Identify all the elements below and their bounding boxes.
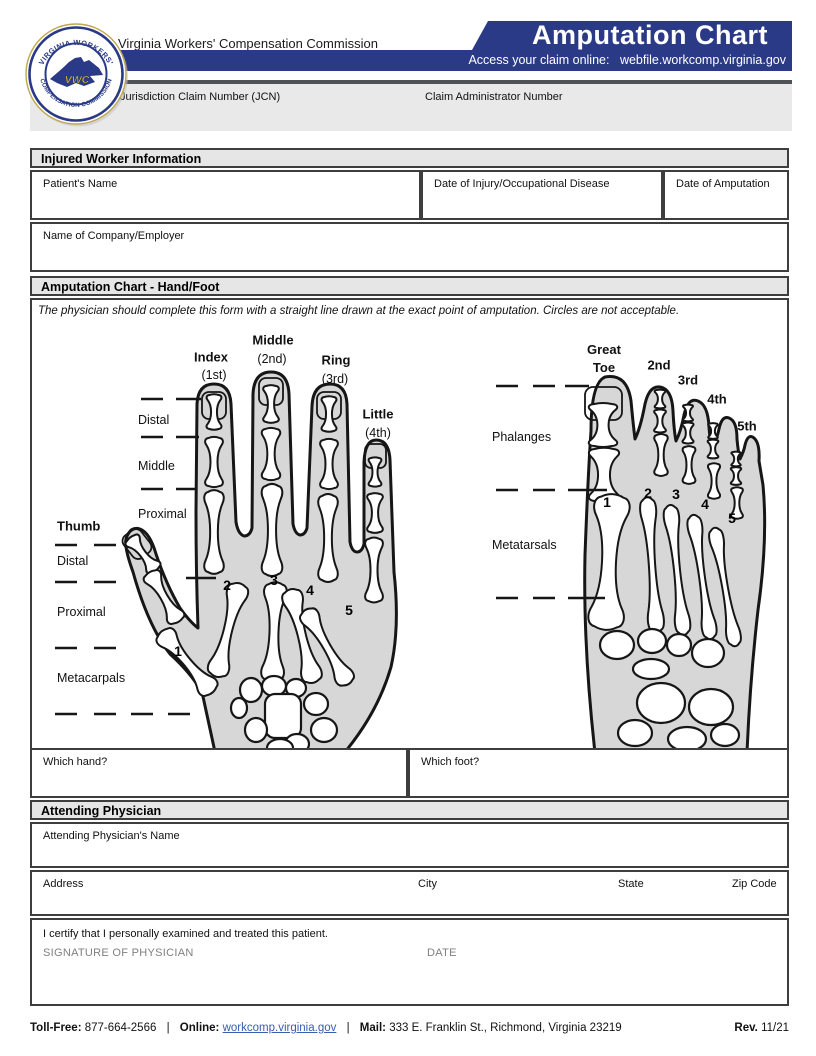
- hand-diagram[interactable]: [30, 332, 440, 748]
- foot-label-metatarsals: Metatarsals: [492, 538, 557, 552]
- hand-label-proximal: Proximal: [138, 507, 187, 521]
- hand-bone-3: 3: [270, 572, 278, 588]
- hand-label-little-ordinal: (4th): [365, 426, 391, 440]
- foot-label-great-toe: Great Toe: [587, 342, 621, 375]
- separator: |: [166, 1022, 170, 1034]
- signature-label: SIGNATURE OF PHYSICIAN: [43, 947, 194, 959]
- access-claim-line: Access your claim online: webfile.workco…: [112, 50, 792, 71]
- address-label: Address: [43, 878, 84, 890]
- rev-value: 11/21: [761, 1022, 789, 1034]
- hand-label-thumb: Thumb: [57, 518, 101, 534]
- hand-label-index: Index: [194, 349, 228, 365]
- toll-free-label: Toll-Free:: [30, 1022, 82, 1034]
- foot-bone-5: 5: [728, 510, 736, 526]
- jcn-label: Jurisdiction Claim Number (JCN): [120, 91, 281, 103]
- zip-label: Zip Code: [732, 878, 777, 890]
- hand-label-middle: Middle: [252, 332, 294, 348]
- foot-diagram[interactable]: [455, 335, 795, 748]
- date-label: DATE: [427, 947, 457, 959]
- foot-label-4th: 4th: [707, 391, 727, 407]
- section-amputation-chart: Amputation Chart - Hand/Foot: [30, 276, 789, 296]
- patient-name-field[interactable]: Patient's Name: [30, 170, 421, 220]
- certify-text: I certify that I personally examined and…: [43, 928, 328, 940]
- date-of-injury-field[interactable]: Date of Injury/Occupational Disease: [421, 170, 663, 220]
- thumb-label-distal: Distal: [57, 554, 89, 568]
- employer-name-field[interactable]: Name of Company/Employer: [30, 222, 789, 272]
- foot-label-3rd: 3rd: [677, 372, 699, 388]
- hand-bone-1: 1: [174, 643, 182, 659]
- foot-label-phalanges: Phalanges: [492, 430, 552, 444]
- foot-bone-2: 2: [644, 485, 652, 501]
- date-of-amputation-field[interactable]: Date of Amputation: [663, 170, 789, 220]
- state-label: State: [618, 878, 644, 890]
- hand-label-ring-ordinal: (3rd): [321, 372, 349, 386]
- org-name: Virginia Workers' Compensation Commissio…: [118, 36, 378, 51]
- page-title: Amputation Chart: [472, 21, 792, 50]
- hand-label-ring: Ring: [321, 352, 351, 368]
- hand-label-distal: Distal: [138, 413, 170, 427]
- hand-bone-2: 2: [223, 577, 231, 593]
- certification-signature-field[interactable]: I certify that I personally examined and…: [30, 918, 789, 1006]
- logo-vwc-text: VWC: [65, 74, 90, 86]
- mail-address: 333 E. Franklin St., Richmond, Virginia …: [389, 1022, 622, 1034]
- header-rule: [112, 80, 792, 84]
- foot-label-5th: 5th: [737, 418, 757, 434]
- which-hand-field[interactable]: Which hand?: [30, 748, 408, 798]
- online-link[interactable]: workcomp.virginia.gov: [222, 1022, 337, 1034]
- city-label: City: [418, 878, 437, 890]
- virginia-map-icon: [50, 57, 103, 87]
- foot-label-2nd: 2nd: [647, 357, 671, 373]
- separator: |: [346, 1022, 350, 1034]
- hand-carpals: [229, 674, 339, 748]
- physician-address-field[interactable]: Address City State Zip Code: [30, 870, 789, 916]
- foot-bone-1: 1: [603, 494, 611, 510]
- physician-name-field[interactable]: Attending Physician's Name: [30, 822, 789, 868]
- foot-tarsals: [598, 627, 741, 748]
- hand-label-middle-ordinal: (2nd): [257, 352, 287, 366]
- section-attending-physician: Attending Physician: [30, 800, 789, 820]
- mail-label: Mail:: [359, 1022, 386, 1034]
- hand-bone-5: 5: [345, 602, 353, 618]
- online-label: Online:: [179, 1022, 220, 1034]
- claim-admin-label: Claim Administrator Number: [425, 91, 563, 103]
- hand-label-index-ordinal: (1st): [201, 368, 227, 382]
- vwc-logo: VIRGINIA WORKERS' COMPENSATION COMMISSIO…: [25, 23, 128, 127]
- revision-stamp: Rev. 11/21: [734, 1022, 789, 1034]
- rev-label: Rev.: [734, 1022, 758, 1034]
- instruction-note: The physician should complete this form …: [38, 305, 680, 317]
- hand-label-metacarpals: Metacarpals: [57, 671, 126, 685]
- foot-guide-lines: [496, 384, 607, 600]
- footer-contact-line: Toll-Free: 877-664-2566 | Online: workco…: [30, 1022, 622, 1034]
- which-foot-field[interactable]: Which foot?: [408, 748, 789, 798]
- foot-bone-4: 4: [701, 496, 709, 512]
- hand-label-middle-seg: Middle: [138, 459, 175, 473]
- hand-guide-lines: [55, 397, 216, 716]
- claim-number-panel: [30, 84, 792, 131]
- access-url: webfile.workcomp.virginia.gov: [619, 53, 786, 67]
- toll-free-number: 877-664-2566: [84, 1022, 157, 1034]
- section-injured-worker: Injured Worker Information: [30, 148, 789, 168]
- foot-bone-3: 3: [672, 486, 680, 502]
- hand-label-little: Little: [362, 406, 394, 422]
- thumb-label-proximal: Proximal: [57, 605, 106, 619]
- access-prefix: Access your claim online:: [468, 53, 610, 67]
- hand-bone-4: 4: [306, 582, 314, 598]
